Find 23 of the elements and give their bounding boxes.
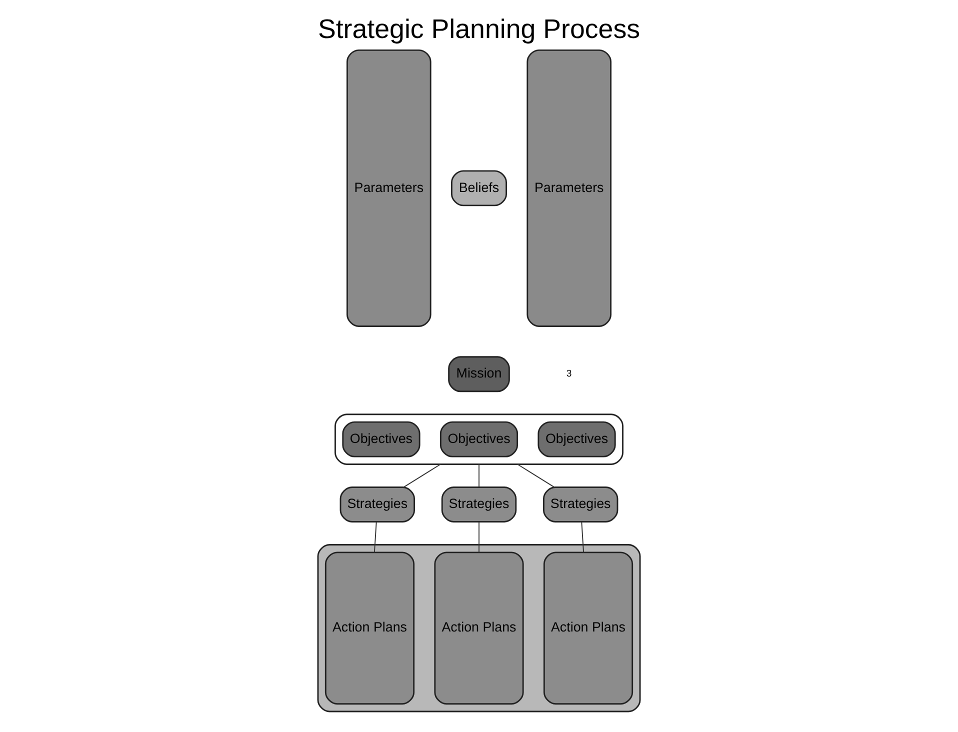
node-box: Objectives xyxy=(440,421,518,458)
connector xyxy=(403,464,441,488)
node-box: Parameters xyxy=(526,49,612,327)
diagram-title: Strategic Planning Process xyxy=(318,14,640,44)
node-box: Objectives xyxy=(342,421,420,458)
label: 3 xyxy=(566,368,572,380)
node-box: Action Plans xyxy=(324,552,415,705)
node-box: Strategies xyxy=(441,486,517,522)
node-box: Strategies xyxy=(340,486,416,522)
node-box: Mission xyxy=(448,356,510,392)
node-box: Strategies xyxy=(542,486,618,522)
node-box: Action Plans xyxy=(543,552,634,705)
node-box: Parameters xyxy=(346,49,432,327)
node-box: Objectives xyxy=(538,421,616,458)
connector xyxy=(581,521,584,553)
connector xyxy=(478,464,480,488)
connector xyxy=(478,521,480,553)
cluster xyxy=(317,544,641,712)
connector xyxy=(374,521,377,553)
connector xyxy=(517,464,555,488)
cluster xyxy=(334,414,624,465)
node-box: Action Plans xyxy=(434,552,524,705)
node-box: Beliefs xyxy=(450,170,508,206)
